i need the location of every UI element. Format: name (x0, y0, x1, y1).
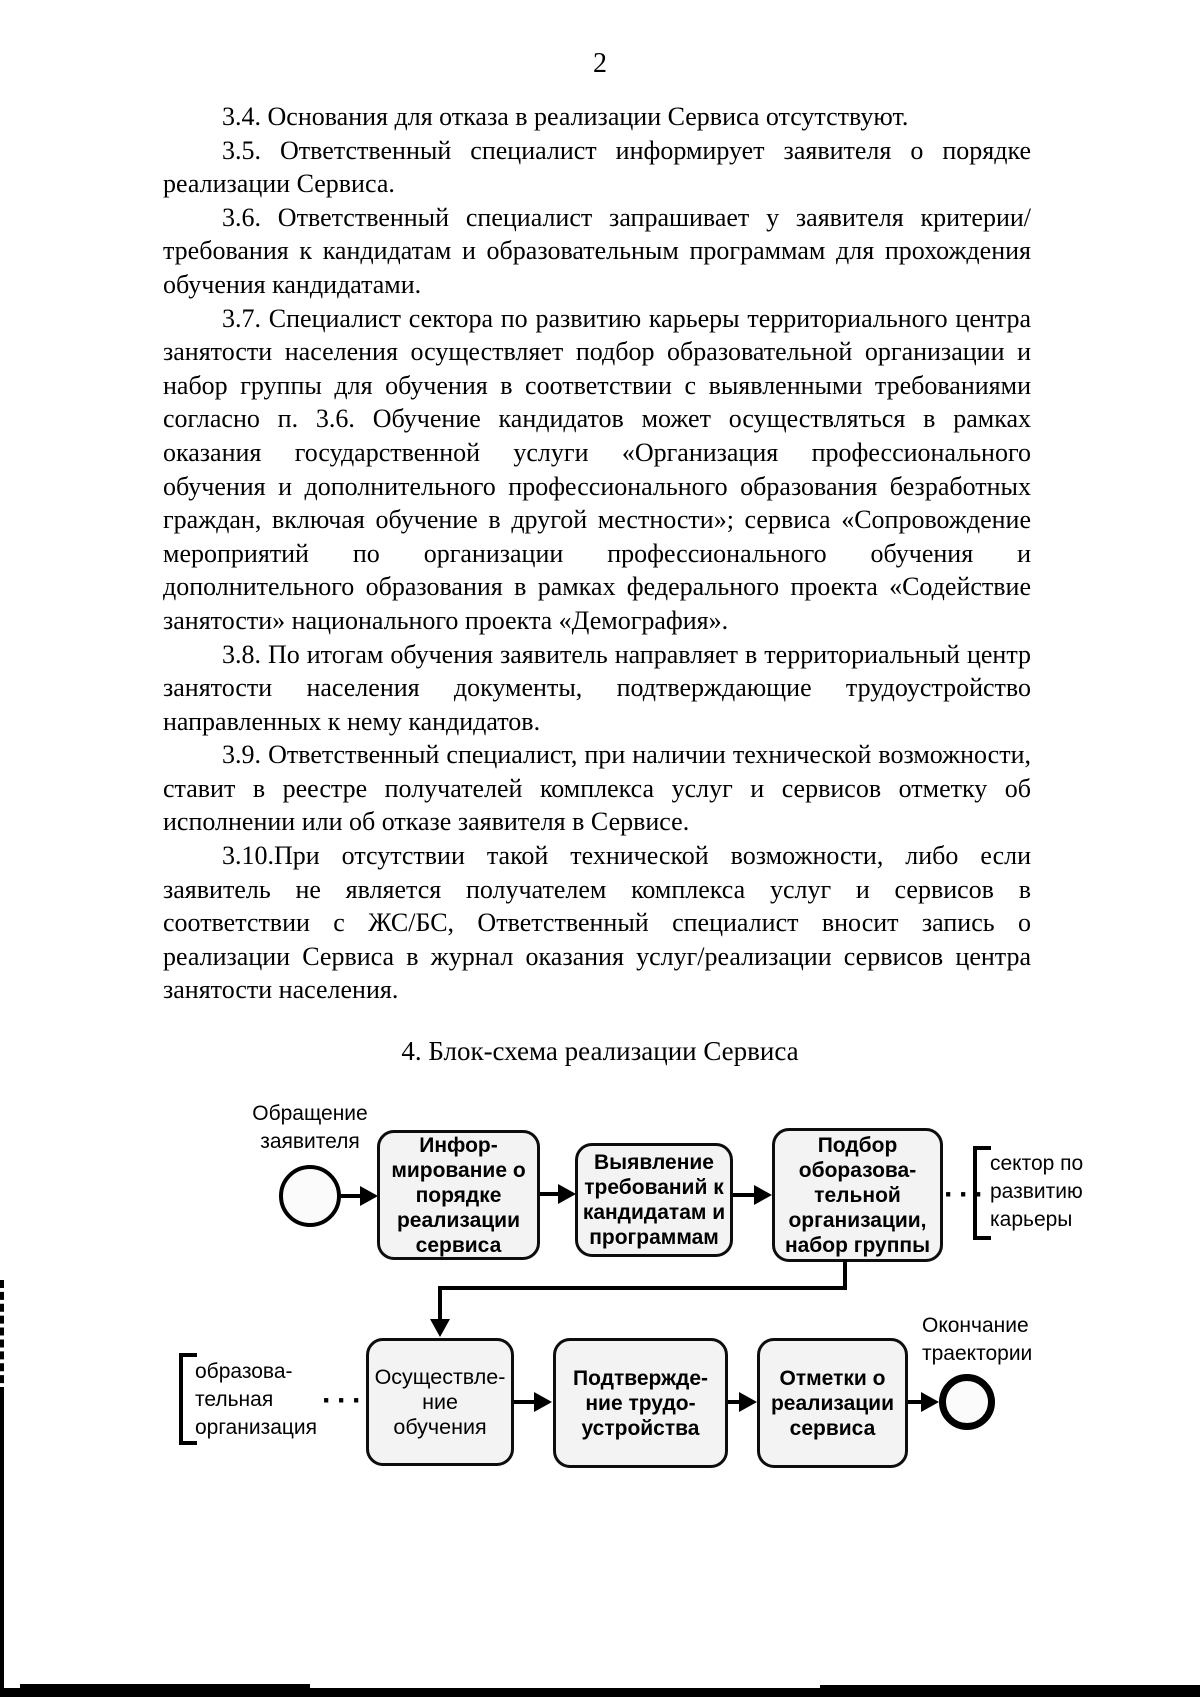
bracket-tick (179, 1353, 197, 1357)
dotted-link: ··· (322, 1384, 367, 1417)
process-box-marks: Отметки о реализации сервиса (757, 1338, 908, 1468)
end-event-circle (939, 1374, 995, 1430)
scan-artifact-bottom-bar (0, 1688, 1200, 1697)
career-sector-label: сектор по развитию карьеры (990, 1152, 1084, 1231)
bracket-tick (179, 1441, 197, 1445)
start-event-circle (279, 1165, 341, 1227)
end-event-label: Окончание траектории (922, 1314, 1033, 1365)
arrowhead-icon (534, 1392, 552, 1412)
arrow-confirmation-to-marks (728, 1400, 741, 1404)
connector-down2 (438, 1286, 442, 1320)
bracket-tick (973, 1146, 991, 1150)
arrow-informing-to-requirements (540, 1192, 560, 1196)
scan-artifact-bottom (820, 1685, 1200, 1689)
paragraph-3-4: 3.4. Основания для отказа в реализации С… (222, 102, 909, 131)
page-number: 2 (593, 48, 607, 79)
process-box-selection: Подбор оборазова- тельной организации, н… (772, 1128, 943, 1262)
paragraph-3-7: 3.7. Специалист сектора по развитию карь… (163, 303, 1031, 635)
scan-artifact-left-dashed (0, 1280, 4, 1395)
edu-org-label: образова- тельная организация (195, 1360, 318, 1439)
process-box-confirmation: Подтвержде- ние трудо- устройства (553, 1338, 728, 1468)
paragraph-3-8: 3.8. По итогам обучения заявитель направ… (163, 639, 1031, 736)
start-event-label: Обращение заявителя (252, 1102, 368, 1153)
dotted-link: ··· (944, 1178, 989, 1211)
process-box-informing: Инфор- мирование о порядке реализации се… (377, 1130, 540, 1260)
scan-artifact-left-solid (0, 1393, 4, 1689)
arrowhead-icon (921, 1392, 939, 1412)
paragraph-3-5: 3.5. Ответственный специалист информируе… (163, 135, 1031, 199)
bracket-career-sector (973, 1146, 977, 1240)
arrow-requirements-to-selection (733, 1193, 755, 1197)
paragraph-3-9: 3.9. Ответственный специалист, при налич… (163, 740, 1031, 837)
process-box-training: Осуществле- ние обучения (366, 1338, 514, 1466)
arrow-start-to-informing (341, 1194, 363, 1198)
arrowhead-icon (754, 1185, 772, 1205)
bracket-tick (973, 1236, 991, 1240)
arrow-training-to-confirmation (514, 1400, 536, 1404)
flowchart: Обращение заявителя Инфор- мирование о п… (0, 1080, 1200, 1510)
arrowhead-icon (360, 1186, 378, 1206)
section-heading: 4. Блок-схема реализации Сервиса (401, 1036, 799, 1066)
arrowhead-icon (739, 1392, 757, 1412)
scan-artifact-bottom (20, 1684, 310, 1689)
arrowhead-icon (558, 1184, 576, 1204)
body-text: 3.4. Основания для отказа в реализации С… (163, 100, 1031, 1007)
connector-down (843, 1260, 847, 1290)
bracket-edu-org (179, 1353, 183, 1445)
arrowhead-down-icon (430, 1319, 450, 1337)
paragraph-3-10: 3.10.При отсутствии такой технической во… (163, 841, 1031, 1005)
paragraph-3-6: 3.6. Ответственный специалист запрашивае… (163, 202, 1031, 299)
arrow-marks-to-end (908, 1400, 923, 1404)
process-box-requirements: Выявление требований к кандидатам и прог… (575, 1143, 733, 1257)
connector-horizontal (438, 1286, 847, 1290)
